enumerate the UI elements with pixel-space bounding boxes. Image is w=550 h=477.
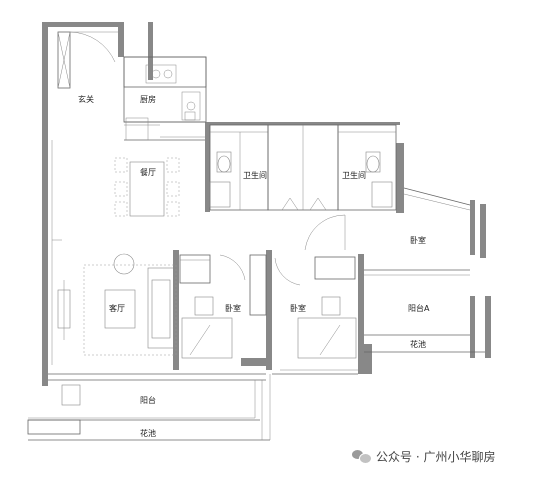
watermark-text: 公众号 · 广州小华聊房 [376,449,496,464]
dining-table [114,157,180,217]
bath-left-fixtures [209,124,269,211]
room-labels: 玄关 厨房 餐厅 客厅 卫生间 卫生间 卧室 卧室 卧室 阳台A 花池 阳台 花… [78,94,430,438]
label-balcony: 阳台 [140,395,156,405]
label-living: 客厅 [109,303,125,313]
wechat-icon [352,449,372,464]
label-planter-right: 花池 [410,339,426,349]
living-furniture [57,253,177,356]
label-planter-bottom: 花池 [140,428,156,438]
label-bedroom-left: 卧室 [225,303,241,313]
label-bedroom-main: 卧室 [410,235,426,245]
label-dining: 餐厅 [140,168,156,177]
label-balcony-a: 阳台A [408,303,430,313]
label-bedroom-mid: 卧室 [290,303,306,313]
watermark: 公众号 · 广州小华聊房 [352,446,495,466]
label-bath-right: 卫生间 [342,170,366,180]
label-kitchen: 厨房 [140,94,156,104]
label-bath-left: 卫生间 [243,170,267,180]
walls [42,22,491,386]
interior-lines [27,31,485,441]
label-entrance: 玄关 [78,94,94,104]
balcony-structure [27,369,358,441]
bath-right-fixtures [337,124,397,211]
